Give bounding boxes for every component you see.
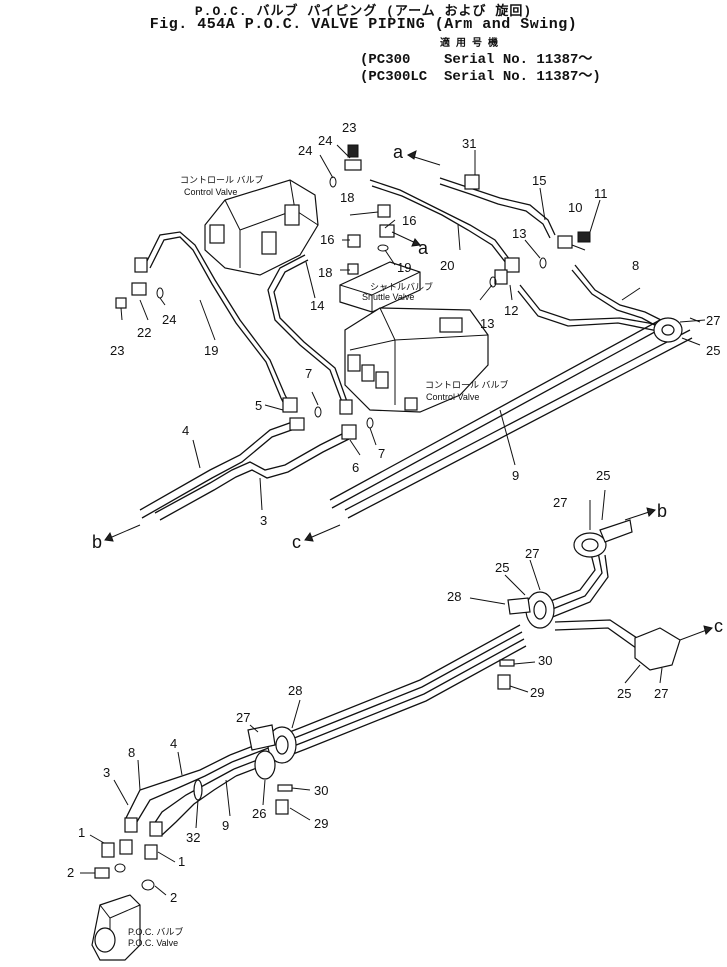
callout-5: 5 bbox=[255, 398, 262, 413]
callout-2: 2 bbox=[67, 865, 74, 880]
poc-valve-en: P.O.C. Valve bbox=[128, 938, 178, 948]
callout-24b: 24 bbox=[162, 312, 176, 327]
callout-21: 22 bbox=[137, 325, 151, 340]
figure-title: Fig. 454A P.O.C. VALVE PIPING (Arm and S… bbox=[149, 16, 578, 33]
callout-30b: 30 bbox=[314, 783, 328, 798]
callout-15: 15 bbox=[532, 173, 546, 188]
callout-24: 24 bbox=[298, 143, 312, 158]
callout-6: 6 bbox=[352, 460, 359, 475]
callout-29b: 29 bbox=[314, 816, 328, 831]
control-valve-top bbox=[204, 179, 319, 276]
callout-10: 10 bbox=[568, 200, 582, 215]
callout-22: 24 bbox=[318, 133, 332, 148]
direction-a-top: a bbox=[393, 142, 404, 162]
callout-19: 19 bbox=[204, 343, 218, 358]
callout-4b: 4 bbox=[170, 736, 177, 751]
callout-25d: 25 bbox=[617, 686, 631, 701]
direction-a-mid: a bbox=[418, 238, 429, 258]
callout-2b: 2 bbox=[170, 890, 177, 905]
callout-27e: 27 bbox=[236, 710, 250, 725]
control-valve-mid-jp: コントロール バルブ bbox=[425, 379, 509, 390]
poc-valve bbox=[91, 894, 141, 961]
callout-3b: 3 bbox=[103, 765, 110, 780]
title-japanese: P.O.C. バルブ パイピング (アーム および 旋回) bbox=[194, 4, 533, 19]
callout-12: 12 bbox=[504, 303, 518, 318]
callout-31: 31 bbox=[462, 136, 476, 151]
callout-8: 8 bbox=[632, 258, 639, 273]
callout-25b: 25 bbox=[596, 468, 610, 483]
callout-11: 11 bbox=[594, 186, 608, 201]
callout-7: 7 bbox=[305, 366, 312, 381]
callout-17: 18 bbox=[340, 190, 354, 205]
callout-28: 28 bbox=[447, 589, 461, 604]
callout-29: 29 bbox=[530, 685, 544, 700]
callout-1b: 1 bbox=[178, 854, 185, 869]
fittings-upper bbox=[115, 144, 591, 440]
callout-27d: 27 bbox=[654, 686, 668, 701]
callout-9: 9 bbox=[512, 468, 519, 483]
shuttle-valve bbox=[339, 261, 421, 313]
callout-27b: 27 bbox=[553, 495, 567, 510]
callout-25c: 25 bbox=[495, 560, 509, 575]
callout-numbers: 24 23 24 18 16 16 19 18 31 15 10 11 13 2… bbox=[67, 120, 720, 905]
callout-16b: 16 bbox=[320, 232, 334, 247]
callout-8b: 8 bbox=[128, 745, 135, 760]
control-valve-middle bbox=[344, 307, 489, 413]
callout-20: 20 bbox=[440, 258, 454, 273]
control-valve-top-en: Control Valve bbox=[184, 187, 237, 197]
applicable-serials-heading: 適 用 号 機 bbox=[440, 39, 499, 50]
callout-4: 4 bbox=[182, 423, 189, 438]
direction-b-right: b bbox=[657, 501, 667, 521]
callout-14: 14 bbox=[310, 298, 324, 313]
callout-18: 19 bbox=[397, 260, 411, 275]
callout-25: 25 bbox=[706, 343, 720, 358]
callout-1: 1 bbox=[78, 825, 85, 840]
callout-7b: 7 bbox=[378, 446, 385, 461]
callout-32: 32 bbox=[186, 830, 200, 845]
callout-30: 30 bbox=[538, 653, 552, 668]
callout-27: 27 bbox=[706, 313, 720, 328]
shuttle-valve-jp: シャトルバルブ bbox=[370, 281, 433, 292]
control-valve-top-jp: コントロール バルブ bbox=[180, 174, 264, 185]
serial-pc300lc: (PC300LC Serial No. 11387～) bbox=[360, 69, 601, 85]
callout-27c: 27 bbox=[525, 546, 539, 561]
direction-c-left: c bbox=[292, 532, 301, 552]
callout-23: 23 bbox=[342, 120, 356, 135]
callout-9b: 9 bbox=[222, 818, 229, 833]
callout-28b: 28 bbox=[288, 683, 302, 698]
callout-18b: 18 bbox=[318, 265, 332, 280]
callout-16: 16 bbox=[402, 213, 416, 228]
shuttle-valve-en: Shuttle Valve bbox=[362, 292, 414, 302]
callout-26: 26 bbox=[252, 806, 266, 821]
direction-b-left: b bbox=[92, 532, 102, 552]
serial-pc300: (PC300 Serial No. 11387～ bbox=[360, 52, 593, 68]
direction-c-right: c bbox=[714, 616, 723, 636]
control-valve-mid-en: Control Valve bbox=[426, 392, 479, 402]
callout-13: 13 bbox=[512, 226, 526, 241]
callout-13b: 13 bbox=[480, 316, 494, 331]
poc-valve-jp: P.O.C. バルブ bbox=[128, 926, 183, 937]
callout-3: 3 bbox=[260, 513, 267, 528]
callout-23b: 23 bbox=[110, 343, 124, 358]
